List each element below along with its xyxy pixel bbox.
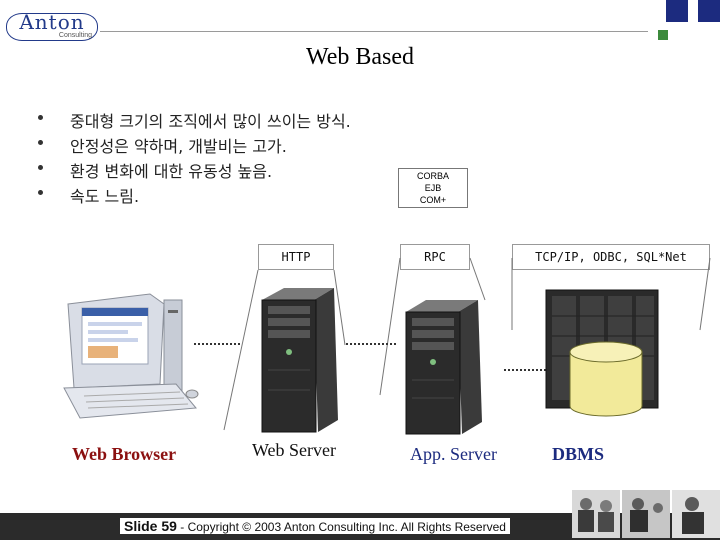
bullet-dot-icon — [38, 165, 43, 170]
footer-copyright: - Copyright © 2003 Anton Consulting Inc.… — [176, 520, 506, 534]
http-pointer-line-right — [333, 269, 346, 346]
bullet-dot-icon — [38, 190, 43, 195]
caption-app-server: App. Server — [410, 444, 497, 464]
anton-logo: Anton Consulting — [6, 10, 98, 41]
http-label: HTTP — [258, 244, 334, 270]
logo-ring — [6, 13, 98, 41]
web-server-tower-icon — [261, 288, 338, 433]
tcp-pointer-line-right — [699, 257, 711, 331]
http-pointer-line-left — [223, 269, 259, 431]
corner-square-green — [658, 30, 668, 40]
footer-photo-strip — [572, 490, 720, 538]
caption-web-browser: Web Browser — [72, 444, 177, 464]
tcp-label: TCP/IP, ODBC, SQL*Net — [512, 244, 710, 270]
database-cylinder-icon — [569, 341, 643, 417]
bullet-dot-icon — [38, 140, 43, 145]
corba-box: CORBA EJB COM+ — [398, 168, 468, 208]
corba-label: CORBA — [416, 171, 449, 181]
rpc-label: RPC — [400, 244, 470, 270]
rpc-pointer-line-right — [469, 257, 486, 301]
logo-name: Anton — [19, 10, 85, 34]
app-server-tower-icon — [405, 300, 482, 435]
caption-web-server: Web Server — [252, 440, 337, 460]
slide-title: Web Based — [305, 44, 415, 70]
bullet-dot-icon — [38, 115, 43, 120]
dbms-server-icon — [545, 289, 659, 409]
web-browser-pc-icon — [63, 293, 199, 419]
com-label: COM+ — [419, 195, 447, 205]
header-divider — [100, 31, 648, 32]
footer-text: Slide 59 - Copyright © 2003 Anton Consul… — [120, 518, 510, 534]
corner-square-blue-1 — [666, 0, 688, 22]
ejb-label: EJB — [424, 183, 442, 193]
rpc-pointer-line-left — [379, 257, 401, 396]
footer-slide-number: Slide 59 — [124, 518, 177, 534]
caption-dbms: DBMS — [552, 444, 605, 464]
corner-square-blue-2 — [698, 0, 720, 22]
logo-sub: Consulting — [58, 32, 92, 39]
